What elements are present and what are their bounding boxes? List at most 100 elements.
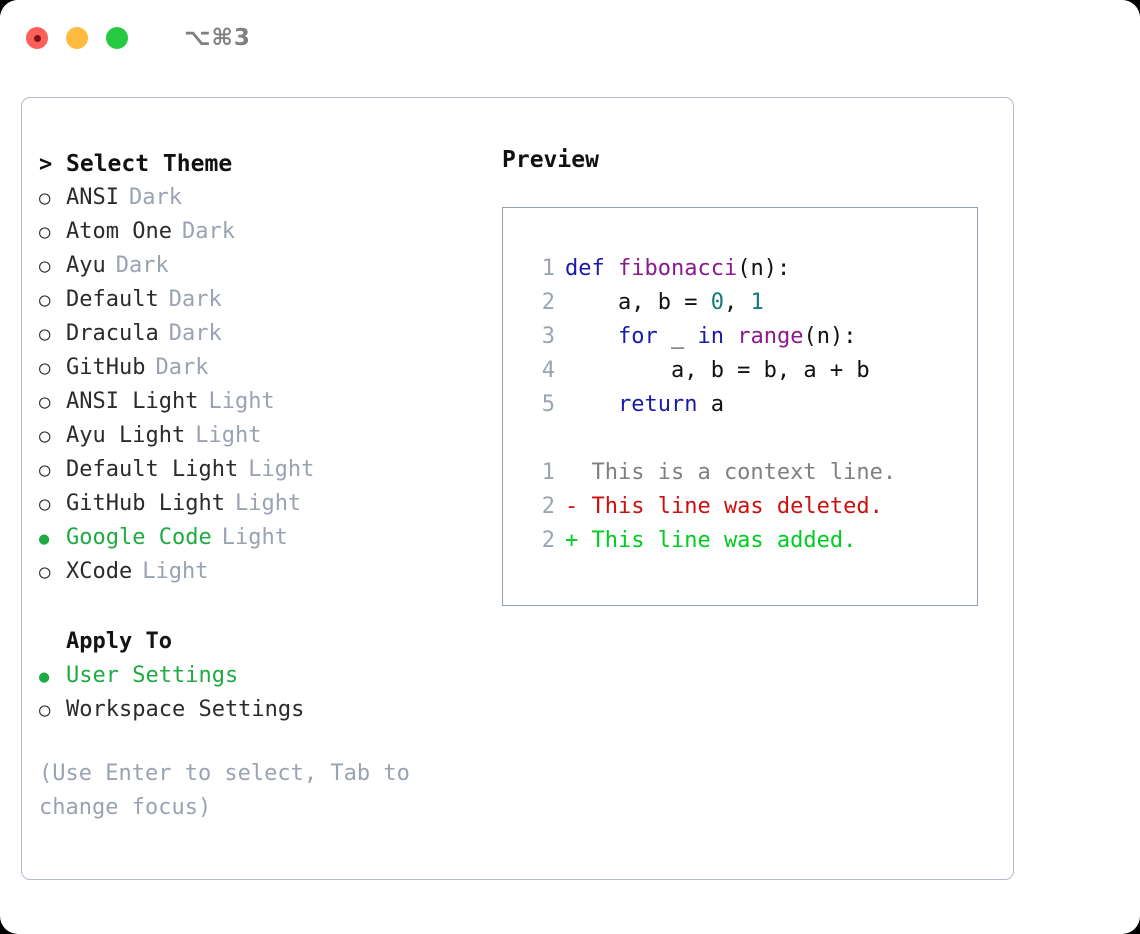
code-line-content: a, b = 0, 1	[565, 286, 764, 320]
theme-option-name: Dracula	[66, 321, 159, 346]
code-token-plain: (n):	[803, 324, 857, 349]
theme-option-tag: Light	[142, 559, 209, 584]
code-token-plain: (n):	[737, 256, 791, 281]
theme-option-tag: Dark	[168, 287, 222, 312]
code-line-number: 5	[541, 392, 555, 417]
code-line-number: 1	[541, 256, 555, 281]
theme-option-name: GitHub	[66, 355, 146, 380]
code-token-fn: range	[737, 324, 804, 349]
theme-option-row[interactable]: ○ Default Dark	[39, 283, 502, 317]
diff-line-number: 1	[541, 460, 555, 485]
theme-option-name: ANSI Light	[66, 389, 199, 414]
theme-option-tag: Dark	[128, 185, 182, 210]
theme-option-row[interactable]: ○ Ayu Light Light	[39, 419, 502, 453]
apply-to-option-row[interactable]: ○ Workspace Settings	[39, 693, 502, 727]
apply-to-options-list: ● User Settings ○ Workspace Settings	[39, 659, 502, 727]
radio-selected-icon[interactable]: ●	[39, 529, 50, 549]
code-line-number: 2	[541, 290, 555, 315]
theme-option-row[interactable]: ○ ANSI Dark	[39, 181, 502, 215]
theme-option-name: Ayu	[66, 253, 106, 278]
radio-unselected-icon[interactable]: ○	[39, 699, 51, 721]
code-token-plain: a, b =	[565, 290, 711, 315]
title-bar: ⌥⌘3	[0, 0, 1140, 76]
diff-line: 1 This is a context line.	[521, 456, 977, 490]
code-token-plain: ,	[723, 290, 751, 315]
keyboard-hint-text: (Use Enter to select, Tab to change focu…	[39, 761, 424, 820]
diff-line-number: 2	[541, 494, 555, 519]
theme-option-name: Default	[66, 287, 159, 312]
code-line-content: def fibonacci(n):	[565, 252, 790, 286]
radio-unselected-icon[interactable]: ○	[39, 187, 51, 209]
radio-unselected-icon[interactable]: ○	[39, 221, 51, 243]
traffic-light-group	[26, 27, 128, 49]
code-token-plain	[724, 324, 737, 349]
apply-to-heading-label: Apply To	[66, 629, 172, 654]
code-line-number: 3	[541, 324, 555, 349]
theme-option-tag: Dark	[115, 253, 169, 278]
code-line-content: return a	[565, 388, 724, 422]
code-line: 3 for _ in range(n):	[521, 320, 977, 354]
diff-line-number: 2	[541, 528, 555, 553]
code-line-number: 4	[541, 358, 555, 383]
apply-to-option-label: User Settings	[66, 663, 239, 688]
maximize-button[interactable]	[106, 27, 128, 49]
minimize-button[interactable]	[66, 27, 88, 49]
radio-unselected-icon[interactable]: ○	[39, 323, 51, 345]
code-token-kw: def	[565, 256, 618, 281]
diff-line: 2 + This line was added.	[521, 524, 977, 558]
diff-line: 2- This line was deleted.	[521, 490, 977, 524]
code-token-plain: a, b = b, a + b	[565, 358, 870, 383]
code-token-num: 0	[710, 290, 724, 315]
radio-unselected-icon[interactable]: ○	[39, 459, 51, 481]
code-token-plain: _	[657, 324, 698, 349]
theme-option-row[interactable]: ○ Dracula Dark	[39, 317, 502, 351]
code-token-kw: in	[697, 324, 724, 349]
radio-unselected-icon[interactable]: ○	[39, 357, 51, 379]
list-spacer	[39, 589, 502, 625]
radio-unselected-icon[interactable]: ○	[39, 561, 51, 583]
theme-option-name: ANSI	[66, 185, 119, 210]
radio-unselected-icon[interactable]: ○	[39, 289, 51, 311]
keyboard-shortcut-label: ⌥⌘3	[184, 25, 251, 51]
code-token-fn: fibonacci	[617, 256, 738, 281]
theme-option-name: Ayu Light	[66, 423, 186, 448]
theme-option-name: GitHub Light	[66, 491, 225, 516]
code-token-plain: a	[697, 392, 724, 417]
apply-to-option-row[interactable]: ● User Settings	[39, 659, 502, 693]
code-line-content: a, b = b, a + b	[565, 354, 870, 388]
code-token-plain	[565, 392, 618, 417]
diff-line-content-add: + This line was added.	[565, 528, 857, 553]
code-token-num: 1	[750, 290, 764, 315]
radio-unselected-icon[interactable]: ○	[39, 255, 51, 277]
theme-option-name: Default Light	[66, 457, 239, 482]
theme-option-tag: Dark	[168, 321, 222, 346]
theme-option-name: Google Code	[66, 525, 212, 550]
theme-option-tag: Light	[248, 457, 315, 482]
code-line-content: for _ in range(n):	[565, 320, 856, 354]
close-button[interactable]	[26, 27, 48, 49]
caret-icon: >	[39, 152, 53, 177]
apply-to-option-label: Workspace Settings	[66, 697, 305, 722]
theme-option-row[interactable]: ○ Ayu Dark	[39, 249, 502, 283]
preview-title: Preview	[502, 147, 599, 173]
theme-option-tag: Light	[234, 491, 302, 516]
radio-unselected-icon[interactable]: ○	[39, 493, 51, 515]
radio-unselected-icon[interactable]: ○	[39, 425, 51, 447]
theme-option-row[interactable]: ○ Default Light Light	[39, 453, 502, 487]
radio-unselected-icon[interactable]: ○	[39, 391, 51, 413]
theme-option-tag: Light	[195, 423, 262, 448]
radio-selected-icon[interactable]: ●	[39, 667, 50, 687]
theme-option-row[interactable]: ○ GitHub Light Light	[39, 487, 502, 521]
code-line: 5 return a	[521, 388, 977, 422]
